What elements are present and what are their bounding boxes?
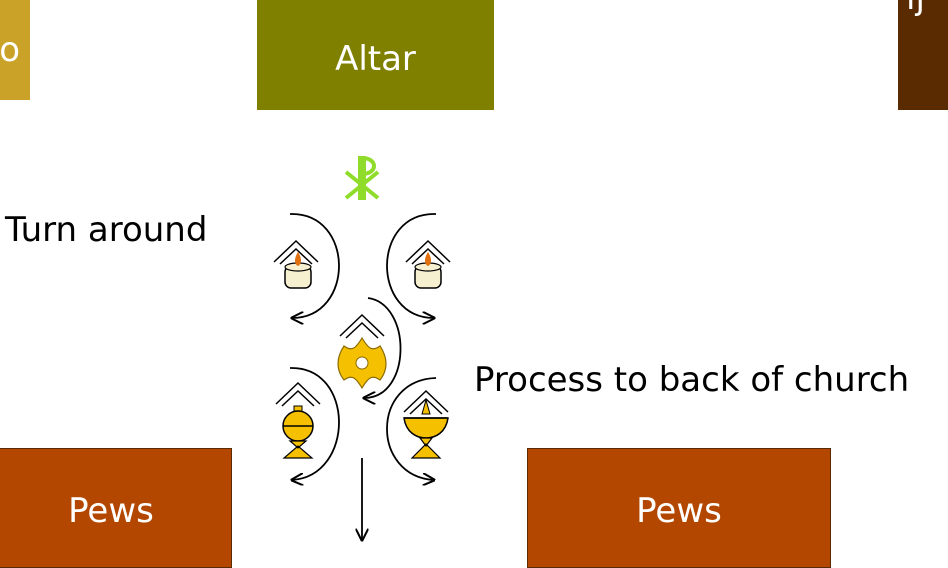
pews-right-label: Pews — [636, 491, 722, 531]
right-block: ij — [898, 0, 948, 110]
left-block: o — [0, 0, 30, 100]
turn-around-label: Turn around — [5, 210, 208, 250]
right-block-text: ij — [906, 0, 925, 18]
incense-boat-icon — [403, 389, 449, 459]
altar-block: Altar — [257, 0, 494, 110]
pews-left-label: Pews — [68, 491, 154, 531]
processional-cross-icon — [337, 313, 387, 390]
candle-icon — [405, 239, 451, 289]
procession-diagram — [273, 156, 451, 544]
altar-label: Altar — [335, 39, 416, 79]
arrow-icon — [289, 213, 437, 540]
candle-icon — [273, 239, 319, 289]
left-block-text: o — [0, 30, 20, 70]
chi-rho-icon — [344, 156, 380, 200]
process-label: Process to back of church — [474, 360, 910, 400]
thurible-icon — [275, 381, 321, 459]
